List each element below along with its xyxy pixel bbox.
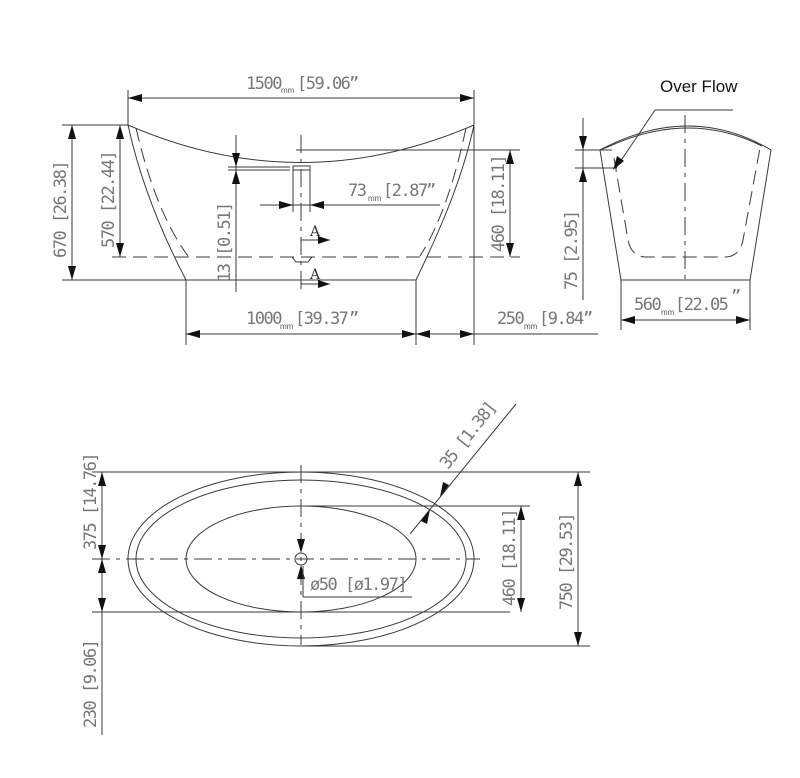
dim-1500-value: 1500 bbox=[246, 74, 282, 94]
dim-73-inch: [2.87 bbox=[383, 181, 427, 201]
dim-560-value: 560 bbox=[634, 295, 661, 315]
dim-375-value: 375 [14.76] bbox=[81, 454, 101, 550]
svg-text:mm: mm bbox=[368, 194, 382, 203]
dim-230-value: 230 [9.06] bbox=[81, 641, 101, 728]
svg-text:mm: mm bbox=[661, 308, 675, 317]
plan-view: 375 [14.76] 230 [9.06] ø50 [ø1.97] 35 [1… bbox=[81, 399, 590, 735]
dim-1000-value: 1000 bbox=[246, 309, 282, 329]
svg-text:mm: mm bbox=[281, 86, 295, 95]
tub-inner-wall bbox=[135, 127, 467, 257]
svg-text:mm: mm bbox=[524, 322, 538, 331]
svg-text:”: ” bbox=[349, 309, 358, 329]
dim-1500-inch: [59.06 bbox=[297, 74, 351, 94]
dim-13-value: 13 [0.51] bbox=[215, 203, 235, 282]
dim-75-value: 75 [2.95] bbox=[562, 211, 582, 290]
side-inner-wall bbox=[613, 147, 761, 258]
side-view: Over Flow 75 [2.95] 560 mm [22.05 ” bbox=[562, 77, 772, 330]
svg-text:”: ” bbox=[426, 181, 435, 201]
dim-drain-value: ø50 [ø1.97] bbox=[310, 575, 406, 595]
section-mark-a-upper: A bbox=[309, 224, 321, 240]
dim-560-inch: [22.05 bbox=[675, 295, 728, 315]
dim-570-value: 570 [22.44] bbox=[99, 152, 119, 248]
svg-text:mm: mm bbox=[280, 322, 294, 331]
dim-750-value: 750 [29.53] bbox=[557, 514, 577, 610]
front-view: A A 1500 mm [59.06 ” 670 [26.38] 570 [22… bbox=[51, 74, 598, 345]
svg-text:”: ” bbox=[731, 287, 740, 307]
dim-670-value: 670 [26.38] bbox=[51, 162, 71, 258]
dim-73-value: 73 bbox=[348, 181, 366, 201]
svg-text:”: ” bbox=[349, 74, 358, 94]
side-outer-profile bbox=[599, 125, 772, 281]
section-mark-a-lower: A bbox=[309, 267, 321, 283]
overflow-callout-label: Over Flow bbox=[660, 77, 738, 96]
dim-1000-inch: [39.37 bbox=[295, 309, 348, 329]
dim-460-value: 460 [18.11] bbox=[489, 156, 509, 252]
dim-460-plan-value: 460 [18.11] bbox=[500, 510, 520, 606]
dim-250-inch: [9.84 bbox=[539, 309, 584, 329]
drain-fitting bbox=[291, 256, 313, 263]
svg-text:”: ” bbox=[583, 309, 592, 329]
dim-250-value: 250 bbox=[497, 309, 524, 329]
